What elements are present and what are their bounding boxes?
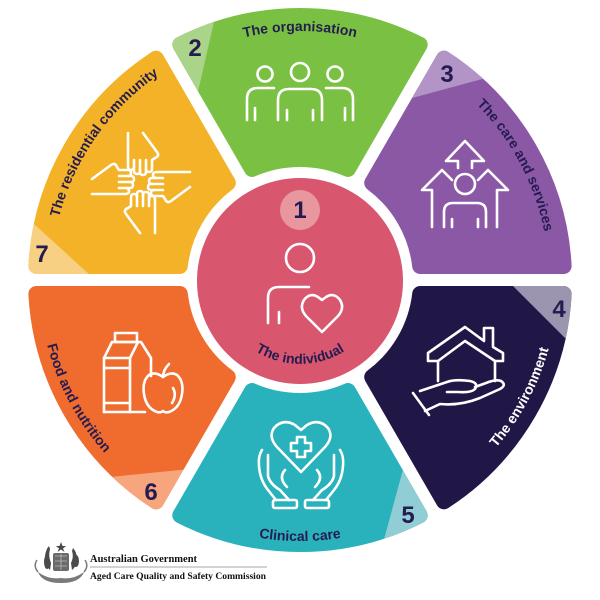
logo-line-2: Aged Care Quality and Safety Commission [90,571,267,582]
segment-shape [28,50,236,275]
segment-label: Clinical care [258,525,341,544]
segment-number: 7 [35,241,48,268]
segment-number: 6 [144,479,157,506]
milk-carton-apple-icon [102,331,184,414]
number-badge [280,190,320,230]
segment-number: 2 [188,35,201,62]
number-tab [505,278,600,373]
people-group-icon [245,61,355,122]
coat-of-arms-icon [34,542,88,583]
hands-heart-cross-icon [257,420,345,510]
segment-shape [172,383,428,552]
segment-number: 4 [552,296,566,323]
segment-shape [364,50,572,275]
house-arrows-person-icon [420,139,510,229]
segment-shape [172,8,428,177]
segment-number: 5 [401,502,414,529]
number-tab [373,440,480,580]
center-circle [197,178,403,384]
segment-food-and-nutrition[interactable]: 6 Food and nutrition [28,285,236,540]
center-the-individual[interactable]: 1 The individual [197,178,403,384]
number-tab [60,467,210,540]
number-tab [0,193,102,286]
segment-number: 3 [440,61,453,88]
government-logo: Australian Government Aged Care Quality … [34,542,267,583]
center-number: 1 [293,197,306,224]
segment-shape [28,285,236,510]
segment-the-care-and-services[interactable]: 3 The care and services [364,20,572,275]
person-heart-icon [266,242,344,334]
logo-line-1: Australian Government [90,554,198,565]
segment-the-residential-community[interactable]: 7 The residential community [0,50,236,286]
segment-label: The organisation [241,18,358,40]
hand-holding-house-icon [411,325,506,417]
number-tab [390,20,530,104]
